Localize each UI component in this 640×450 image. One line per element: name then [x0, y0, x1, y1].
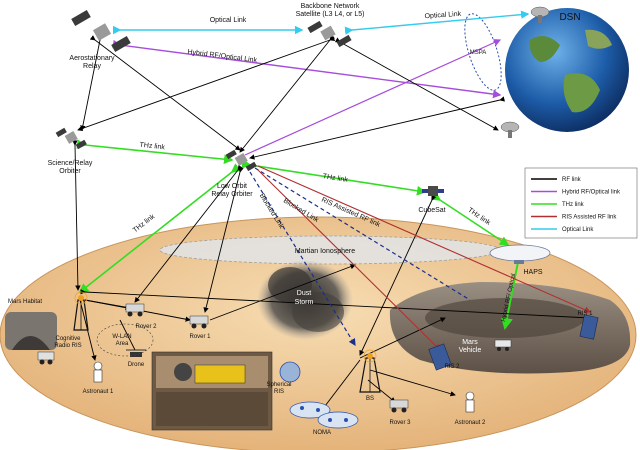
- earth-globe: [505, 8, 629, 132]
- ris-1-panel: [579, 314, 599, 340]
- base-station-tower: [359, 349, 381, 393]
- blocked-link-1: [249, 171, 356, 347]
- ris-assisted-link-1: [257, 165, 592, 313]
- rover-1: [189, 315, 209, 329]
- ris-assisted-link-2: [257, 169, 441, 351]
- mars-vehicle: [494, 339, 512, 351]
- label-drone: Drone: [128, 362, 145, 368]
- label-cubesat: CubeSat: [418, 207, 445, 214]
- label-hybrid-link: Hybrid RF/Optical Link: [187, 49, 258, 65]
- label-thz-link-right: THz link: [466, 207, 491, 227]
- legend-label: THz link: [562, 202, 585, 208]
- thz-link-cubesat-haps: [430, 191, 510, 246]
- science-relay-orbiter-satellite: [55, 127, 87, 150]
- dsn-dish-bottom: [500, 121, 520, 138]
- label-thz-link-top: THz link: [139, 142, 165, 152]
- label-ris-1: RIS 1: [577, 311, 593, 317]
- habitat-vehicle: [37, 351, 55, 365]
- cognitive-radio-tower: [73, 291, 89, 331]
- label-optical-link-left: Optical Link: [210, 17, 247, 24]
- noma-users: [289, 401, 359, 429]
- optical-link-backbone-dsn: [344, 10, 530, 35]
- legend-label: Hybrid RF/Optical link: [562, 190, 621, 196]
- dsn-dish-top: [530, 6, 550, 23]
- thz-link-science-loworbit: [76, 139, 234, 164]
- label-mars-habitat: Mars Habitat: [8, 299, 42, 305]
- backbone-network-satellite: [307, 20, 352, 48]
- label-astronaut-1: Astronaut 1: [83, 389, 114, 395]
- label-bs: BS: [366, 396, 374, 402]
- label-dsn: DSN: [559, 12, 580, 23]
- label-rover-1: Rover 1: [189, 334, 211, 340]
- legend-label: Optical Link: [562, 227, 594, 233]
- astronaut-1-figure: [93, 361, 103, 383]
- blocked-link-2: [254, 167, 471, 301]
- label-martian-ionosphere: Martian Ionosphere: [295, 248, 355, 255]
- label-astronaut-2: Astronaut 2: [455, 420, 486, 426]
- label-optical-link-right: Optical Link: [424, 11, 461, 21]
- astronaut-2-figure: [465, 391, 475, 413]
- ris-2-panel: [428, 343, 452, 371]
- wlan-area: [96, 323, 154, 357]
- label-ris-2: RIS 2: [444, 364, 460, 370]
- cubesat-satellite: [422, 186, 444, 196]
- aerostationary-relay-satellite: [71, 10, 131, 52]
- spherical-ris: [279, 361, 301, 383]
- label-noma: NOMA: [313, 430, 331, 436]
- rover-3: [389, 399, 409, 413]
- legend-label: RF link: [562, 177, 582, 183]
- low-orbit-relay-satellite: [225, 149, 257, 172]
- label-thz-link-left: THz link: [132, 213, 157, 234]
- label-thz-link-mid: THz link: [322, 173, 349, 184]
- legend-label: RIS Assisted RF link: [562, 215, 617, 221]
- hybrid-link-aero-dsn: [112, 39, 502, 99]
- label-haps: HAPS: [523, 269, 542, 276]
- label-mspa: MSPA: [470, 50, 487, 56]
- rover-2: [125, 303, 145, 317]
- mars-habitat-building: [5, 312, 57, 350]
- label-rover-3: Rover 3: [389, 420, 411, 426]
- thz-link-loworbit-cubesat: [241, 159, 427, 196]
- label-rover-2: Rover 2: [135, 324, 157, 330]
- haps-airship: [489, 244, 551, 264]
